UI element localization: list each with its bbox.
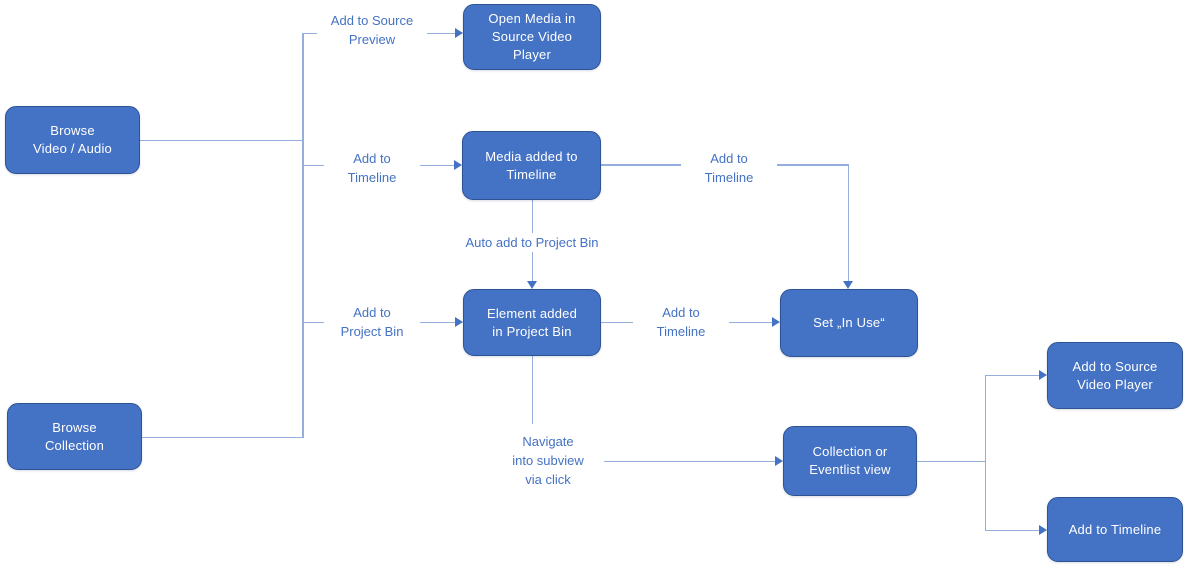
node-set-in-use: Set „In Use“ bbox=[780, 289, 918, 357]
edge-label-add-to-timeline-mid: Add to Timeline bbox=[681, 149, 777, 187]
connector-trunk bbox=[302, 33, 304, 437]
connector-to-add-source-vp bbox=[985, 374, 1040, 376]
arrow-right-icon bbox=[772, 317, 780, 327]
edge-label-add-to-timeline-element: Add to Timeline bbox=[633, 303, 729, 341]
node-add-to-source-video-player: Add to Source Video Player bbox=[1047, 342, 1183, 409]
connector-to-add-timeline bbox=[985, 529, 1040, 531]
node-add-to-timeline: Add to Timeline bbox=[1047, 497, 1183, 562]
connector-element-down bbox=[531, 356, 533, 424]
arrow-right-icon bbox=[1039, 525, 1047, 535]
edge-label-add-to-project-bin: Add to Project Bin bbox=[324, 303, 420, 341]
arrow-right-icon bbox=[455, 317, 463, 327]
node-browse-collection: Browse Collection bbox=[7, 403, 142, 470]
node-open-media-in-source-video-player: Open Media in Source Video Player bbox=[463, 4, 601, 70]
arrow-right-icon bbox=[775, 456, 783, 466]
node-collection-or-eventlist-view: Collection or Eventlist view bbox=[783, 426, 917, 496]
connector-right-branch bbox=[984, 375, 986, 530]
connector-from-browse-video bbox=[140, 139, 303, 141]
edge-label-add-to-timeline-left: Add to Timeline bbox=[324, 149, 420, 187]
arrow-right-icon bbox=[455, 28, 463, 38]
connector-media-to-setinuse-v bbox=[847, 164, 849, 282]
connector-collection-out bbox=[917, 460, 986, 462]
arrow-right-icon bbox=[1039, 370, 1047, 380]
arrow-down-icon bbox=[527, 281, 537, 289]
edge-label-auto-add-to-project-bin: Auto add to Project Bin bbox=[452, 233, 612, 252]
edge-label-add-to-source-preview: Add to Source Preview bbox=[317, 11, 427, 49]
node-media-added-to-timeline: Media added to Timeline bbox=[462, 131, 601, 200]
connector-from-browse-collection bbox=[142, 436, 304, 438]
node-browse-video-audio: Browse Video / Audio bbox=[5, 106, 140, 174]
node-element-added-in-project-bin: Element added in Project Bin bbox=[463, 289, 601, 356]
connector-navigate-to-collection bbox=[604, 460, 776, 462]
arrow-down-icon bbox=[843, 281, 853, 289]
arrow-right-icon bbox=[454, 160, 462, 170]
edge-label-navigate-into-subview: Navigate into subview via click bbox=[500, 432, 596, 489]
